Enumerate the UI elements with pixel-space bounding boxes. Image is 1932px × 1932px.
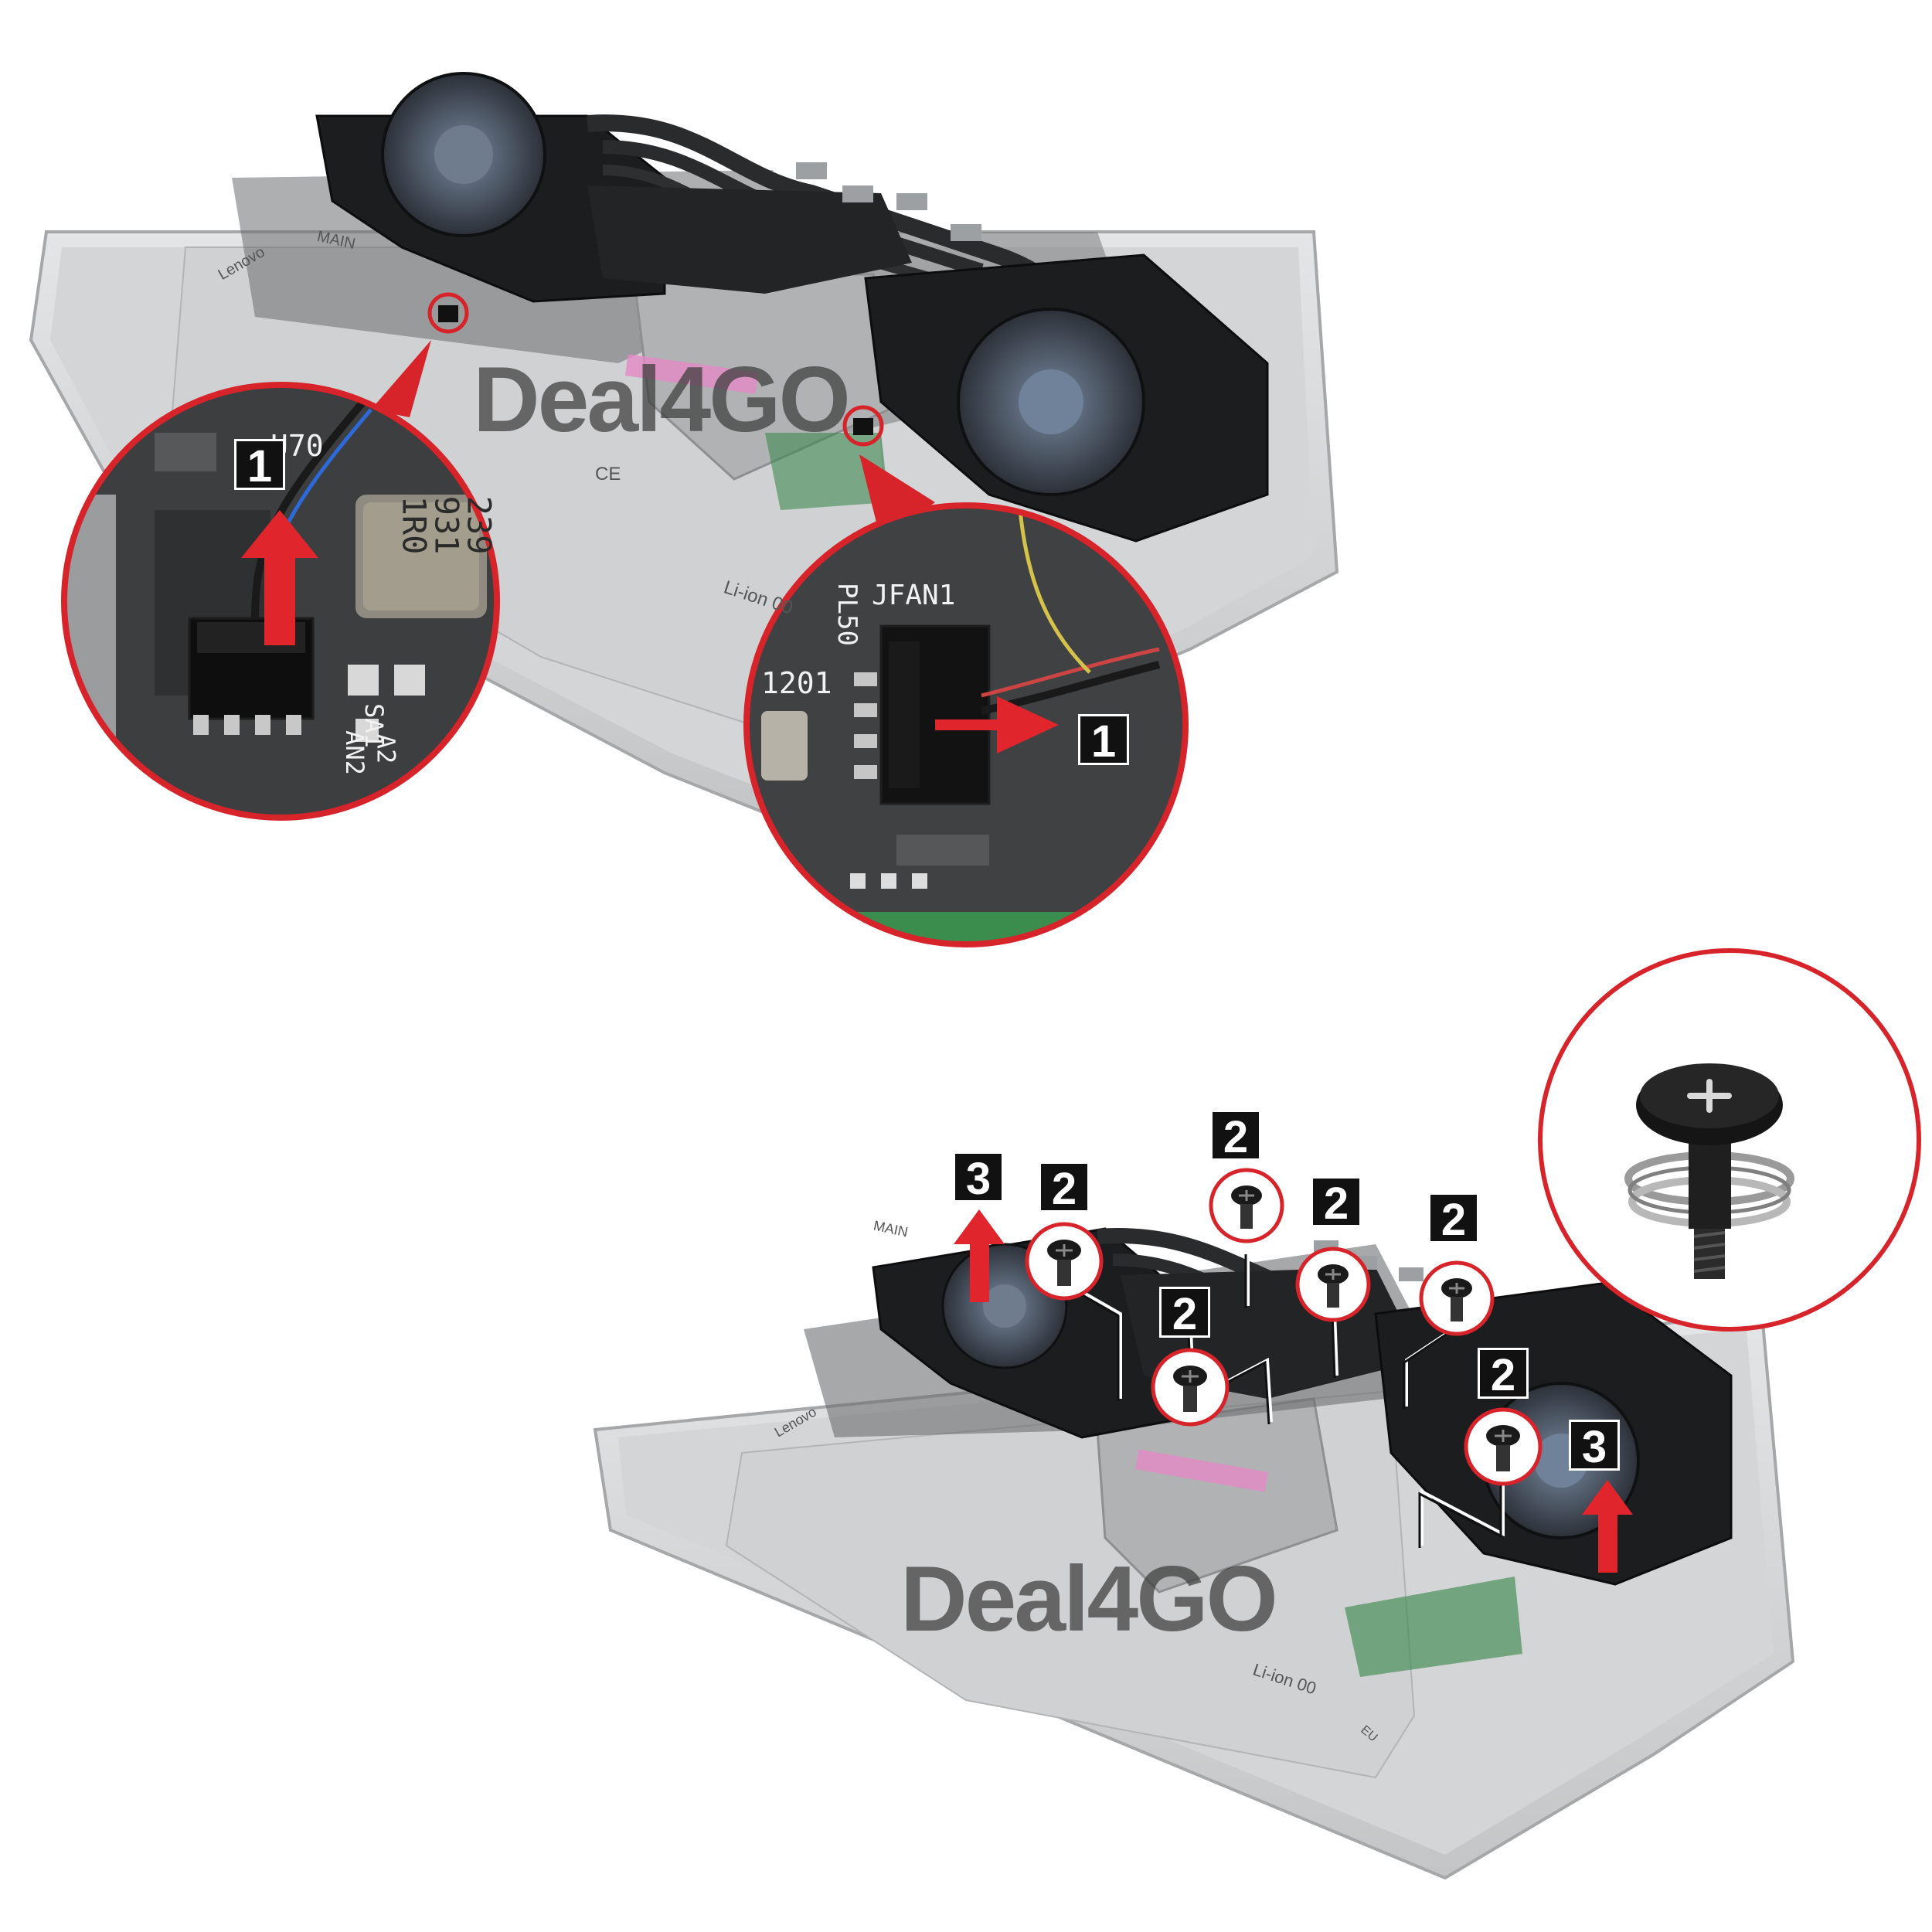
screw-callout-3 bbox=[1209, 1168, 1284, 1243]
step-2-badge-1: 2 bbox=[1039, 1162, 1090, 1214]
screw-callout-1 bbox=[1025, 1222, 1104, 1301]
step-2-badge-3: 2 bbox=[1210, 1110, 1261, 1162]
lift-arrow-left-icon bbox=[954, 1209, 1005, 1302]
watermark-bottom: Deal4GO bbox=[900, 1547, 1278, 1651]
step-1-badge-right: 1 bbox=[1078, 714, 1129, 767]
screw-callout-4 bbox=[1295, 1247, 1371, 1322]
step-3-badge-left: 3 bbox=[953, 1151, 1004, 1204]
step-2-badge-5: 2 bbox=[1428, 1192, 1479, 1245]
callout-pointer-right bbox=[859, 454, 935, 541]
screw-callout-6 bbox=[1464, 1407, 1543, 1486]
callout-pointer-left bbox=[371, 340, 431, 417]
right-arrow-icon bbox=[935, 696, 1059, 753]
step-2-badge-6: 2 bbox=[1478, 1348, 1529, 1400]
step-3-badge-right: 3 bbox=[1569, 1420, 1620, 1472]
screw-detail-callout bbox=[1538, 948, 1921, 1332]
watermark-top: Deal4GO bbox=[473, 348, 851, 451]
step-1-badge-left: 1 bbox=[234, 439, 285, 492]
lift-arrow-right-icon bbox=[1582, 1480, 1633, 1573]
board-label-pl50: PL50 bbox=[831, 583, 862, 646]
board-label-1201: 1201 bbox=[761, 666, 832, 700]
screw-callout-2 bbox=[1151, 1348, 1230, 1427]
up-arrow-icon bbox=[241, 510, 318, 645]
inductor-label-3: 239 bbox=[460, 495, 498, 555]
board-label-ce: CE bbox=[595, 464, 621, 485]
board-label-jfan1: JFAN1 bbox=[872, 580, 956, 611]
step-2-badge-4: 2 bbox=[1311, 1176, 1362, 1229]
screw-callout-5 bbox=[1419, 1260, 1495, 1336]
step-2-badge-2: 2 bbox=[1159, 1287, 1210, 1339]
board-label-a2: A2 bbox=[371, 733, 401, 764]
